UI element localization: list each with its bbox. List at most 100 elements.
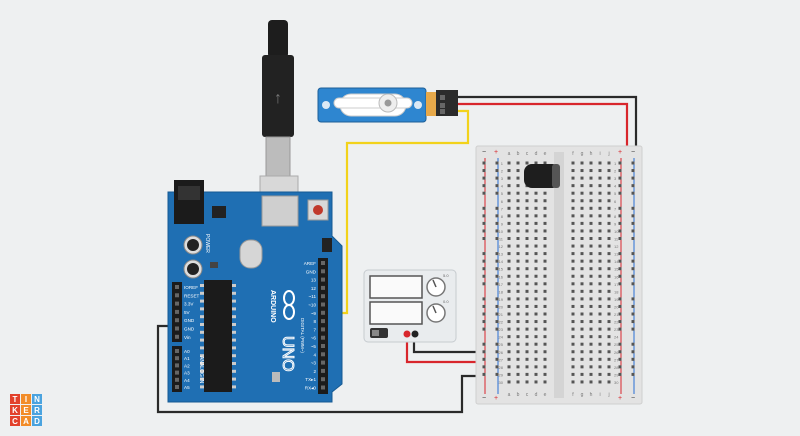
- positive-terminal[interactable]: [403, 330, 411, 338]
- row-number: 28: [499, 365, 504, 370]
- voltage-display: [369, 275, 423, 299]
- column-letter: c: [526, 392, 529, 398]
- digital-pin-label: ~5: [311, 344, 317, 349]
- column-letter: c: [526, 151, 529, 157]
- row-number: 1: [501, 161, 504, 166]
- row-number: 13: [499, 252, 504, 257]
- row-number: 16: [614, 274, 619, 279]
- row-number: 30: [614, 380, 619, 385]
- row-number: 11: [614, 237, 619, 242]
- column-letter: b: [517, 151, 520, 157]
- rail-plus-label: +: [494, 149, 498, 156]
- column-letter: j: [607, 151, 609, 157]
- digital-pin-label: 12: [311, 286, 317, 291]
- row-number: 21: [499, 312, 504, 317]
- row-number: 18: [614, 289, 619, 294]
- wire-servo-ground-black[interactable]: [458, 95, 638, 160]
- row-number: 25: [499, 342, 504, 347]
- column-letter: b: [517, 392, 520, 398]
- analog-pin-label: A2: [184, 363, 190, 368]
- rail-minus-label-bottom-right: −: [631, 395, 635, 402]
- electrolytic-capacitor[interactable]: [524, 164, 560, 188]
- row-number: 4: [614, 184, 617, 189]
- row-number: 27: [614, 357, 619, 362]
- row-number: 19: [614, 297, 619, 302]
- current-knob-label: 0.0: [443, 299, 449, 304]
- rail-plus-label-bottom: +: [494, 395, 498, 402]
- row-number: 10: [499, 229, 504, 234]
- row-number: 14: [499, 259, 504, 264]
- usb-port: [261, 195, 299, 227]
- logo-letter: A: [21, 416, 31, 426]
- wire-arduino-gnd-black[interactable]: [156, 324, 492, 414]
- analog-in-label: ANALOG IN: [198, 356, 204, 384]
- wire-servo-power-red[interactable]: [458, 102, 629, 160]
- logo-letter: E: [21, 405, 31, 415]
- row-number: 11: [499, 237, 504, 242]
- analog-pin-label: A1: [184, 356, 190, 361]
- row-number: 22: [614, 320, 619, 325]
- power-pin-label: GND: [184, 327, 195, 332]
- digital-pin-label: ~11: [309, 294, 317, 299]
- usb-icon: ↑: [274, 90, 282, 107]
- row-number: 19: [499, 297, 504, 302]
- logo-letter: R: [32, 405, 42, 415]
- chip-pins: [200, 284, 236, 389]
- row-number: 27: [499, 357, 504, 362]
- row-number: 1: [614, 161, 617, 166]
- row-number: 4: [501, 184, 504, 189]
- microcontroller-chip: [204, 280, 232, 392]
- row-number: 13: [614, 252, 619, 257]
- digital-header: [318, 258, 328, 394]
- digital-pin-label: TX▸1: [305, 377, 316, 382]
- column-letter: e: [544, 392, 547, 398]
- rail-plus-label-bottom-right: +: [618, 395, 622, 402]
- arduino-uno-board[interactable]: ARDUINO UNO DIGITAL (PWM~) POWER ANALOG …: [167, 180, 343, 403]
- row-number: 15: [499, 267, 504, 272]
- row-number: 21: [614, 312, 619, 317]
- digital-pin-label: ~3: [311, 361, 317, 366]
- row-number: 15: [614, 267, 619, 272]
- column-letter: h: [590, 151, 593, 157]
- row-number: 20: [499, 304, 504, 309]
- column-letter: i: [599, 151, 600, 157]
- row-number: 10: [614, 229, 619, 234]
- wire-signal-yellow[interactable]: [327, 109, 470, 315]
- column-letter: i: [599, 392, 600, 398]
- logo-letter: C: [10, 416, 20, 426]
- dc-power-supply[interactable]: 5.0 0.0: [363, 269, 457, 343]
- column-letter: d: [535, 392, 538, 398]
- row-number: 18: [499, 289, 504, 294]
- digital-pin-label: ~9: [311, 311, 317, 316]
- row-number: 7: [501, 206, 504, 211]
- row-number: 29: [614, 372, 619, 377]
- digital-pin-label: ~6: [311, 336, 317, 341]
- digital-pin-label: 7: [313, 327, 316, 332]
- servo-motor[interactable]: [317, 87, 458, 123]
- row-number: 9: [501, 221, 504, 226]
- row-number: 6: [614, 199, 617, 204]
- rail-minus-label-right: −: [631, 149, 635, 156]
- row-number: 24: [499, 335, 504, 340]
- row-number: 6: [501, 199, 504, 204]
- current-display: [369, 301, 423, 325]
- column-letter: g: [581, 392, 584, 398]
- row-number: 5: [614, 191, 617, 196]
- row-number: 25: [614, 342, 619, 347]
- row-number: 5: [501, 191, 504, 196]
- voltage-knob-label: 5.0: [443, 273, 449, 278]
- column-letter: f: [572, 392, 574, 398]
- digital-pin-label: 4: [313, 352, 316, 357]
- power-pin-label: 5V: [184, 310, 191, 315]
- negative-terminal[interactable]: [411, 330, 419, 338]
- row-number: 7: [614, 206, 617, 211]
- column-letter: e: [544, 151, 547, 157]
- digital-pin-label: GND: [306, 269, 317, 274]
- analog-header: [172, 346, 182, 392]
- logo-letter: K: [10, 405, 20, 415]
- rail-minus-label: −: [482, 149, 486, 156]
- row-number: 12: [614, 244, 619, 249]
